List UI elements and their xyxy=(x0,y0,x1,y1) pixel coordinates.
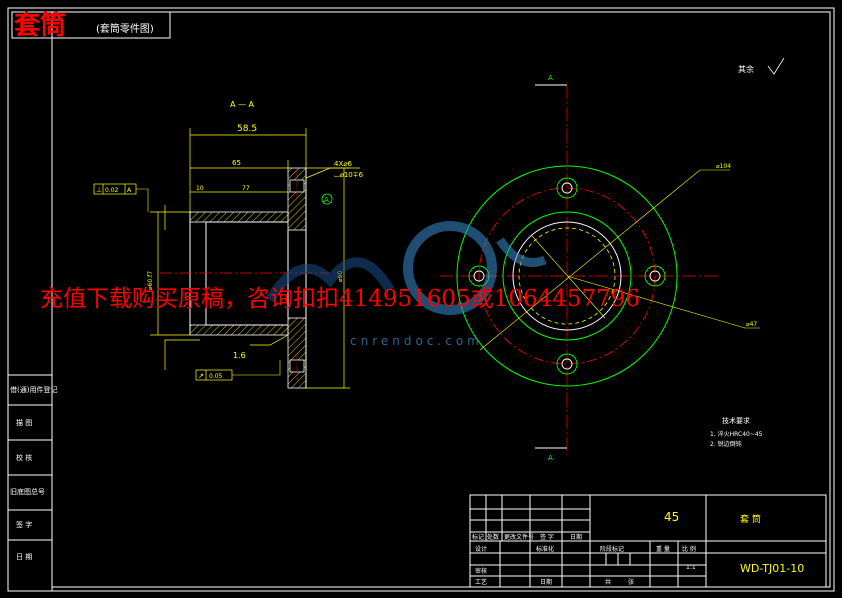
section-mark-bottom: A xyxy=(548,454,553,462)
dim-small-2: 77 xyxy=(242,185,250,192)
section-label: A — A xyxy=(230,100,255,109)
dim-counterbore: ⌴⌀10∓6 xyxy=(334,171,364,179)
runout-value: 0.05 xyxy=(209,373,223,380)
side-item-2: 校 核 xyxy=(16,453,32,462)
tb-scale-label: 比 例 xyxy=(682,545,696,553)
side-item-4: 签 字 xyxy=(16,520,32,529)
tb-stage-label: 阶段标记 xyxy=(600,545,624,553)
perp-symbol: ⊥ xyxy=(96,186,102,194)
tb-mark: 标记 xyxy=(472,533,484,541)
tb-standard: 标准化 xyxy=(536,545,554,553)
tb-count: 处数 xyxy=(487,533,499,541)
tb-sign: 签 字 xyxy=(540,533,554,541)
section-mark-top: A xyxy=(548,74,553,82)
side-item-1: 描 图 xyxy=(16,418,32,427)
tb-process: 工艺 xyxy=(475,578,487,586)
section-view xyxy=(160,167,330,389)
tb-sheet-of: 张 xyxy=(628,578,634,586)
tb-design: 设计 xyxy=(475,545,487,553)
tb-approve: 日期 xyxy=(540,578,552,586)
drawing-subtitle: (套筒零件图) xyxy=(96,22,154,35)
dim-inner-length: 65 xyxy=(232,159,241,167)
runout-frame: ↗ 0.05 xyxy=(195,360,281,381)
tb-date: 日期 xyxy=(570,533,582,541)
tb-drawing-no: WD-TJ01-10 xyxy=(740,562,804,575)
tech-req-item-2: 2. 锐边倒钝 xyxy=(710,440,742,448)
title-box xyxy=(11,11,171,39)
dim-small-1: 10 xyxy=(196,185,204,192)
side-item-5: 日 期 xyxy=(16,553,32,561)
tb-weight-label: 重 量 xyxy=(656,545,670,553)
roughness-note: 其余 xyxy=(738,64,754,74)
tb-part-name: 套 筒 xyxy=(740,513,761,525)
datum-label: A xyxy=(324,196,329,204)
perpendicularity-frame: ⊥ 0.02 A xyxy=(93,183,149,212)
title-block-frame xyxy=(469,494,827,588)
end-view xyxy=(440,84,760,455)
perp-value: 0.02 xyxy=(105,187,119,194)
datum-circle xyxy=(321,193,333,205)
side-item-0: 借(通)用件登记 xyxy=(10,385,57,394)
tb-material: 45 xyxy=(664,510,679,524)
dim-bore: ⌀47 xyxy=(746,321,757,328)
dim-dia-left: ⌀60.f7 xyxy=(147,271,154,290)
tb-scale: 1:1 xyxy=(686,564,696,571)
watermark-site: cnrendoc.com xyxy=(350,334,483,348)
dim-hole-spec: 4X⌀6 xyxy=(334,160,352,168)
dim-dia-right: ⌀90 xyxy=(337,271,344,282)
tb-change-doc: 更改文件号 xyxy=(504,533,534,541)
tech-req-heading: 技术要求 xyxy=(722,416,750,425)
tb-check: 审核 xyxy=(475,567,487,575)
tb-sheet-label: 共 xyxy=(605,578,611,586)
watermark-logo-icon xyxy=(265,221,547,315)
section-dimensions xyxy=(150,128,360,389)
dim-chamfer: 1.6 xyxy=(233,351,246,360)
inner-border xyxy=(51,11,831,588)
drawing-title: 套筒 xyxy=(14,10,66,41)
runout-symbol: ↗ xyxy=(198,372,204,380)
dim-pcd: ⌀104 xyxy=(716,163,731,170)
dim-overall-length: 58.5 xyxy=(237,124,257,134)
side-item-3: 旧底图总号 xyxy=(10,487,45,496)
watermark-text: 充值下载购买原稿，咨询扣扣414951605或1064457796 xyxy=(40,286,640,312)
side-registration-block xyxy=(7,374,53,592)
outer-border xyxy=(7,7,835,592)
perp-datum: A xyxy=(127,187,132,194)
roughness-symbol-icon xyxy=(767,57,785,75)
tech-req-item-1: 1. 淬火HRC40~45 xyxy=(710,430,763,438)
